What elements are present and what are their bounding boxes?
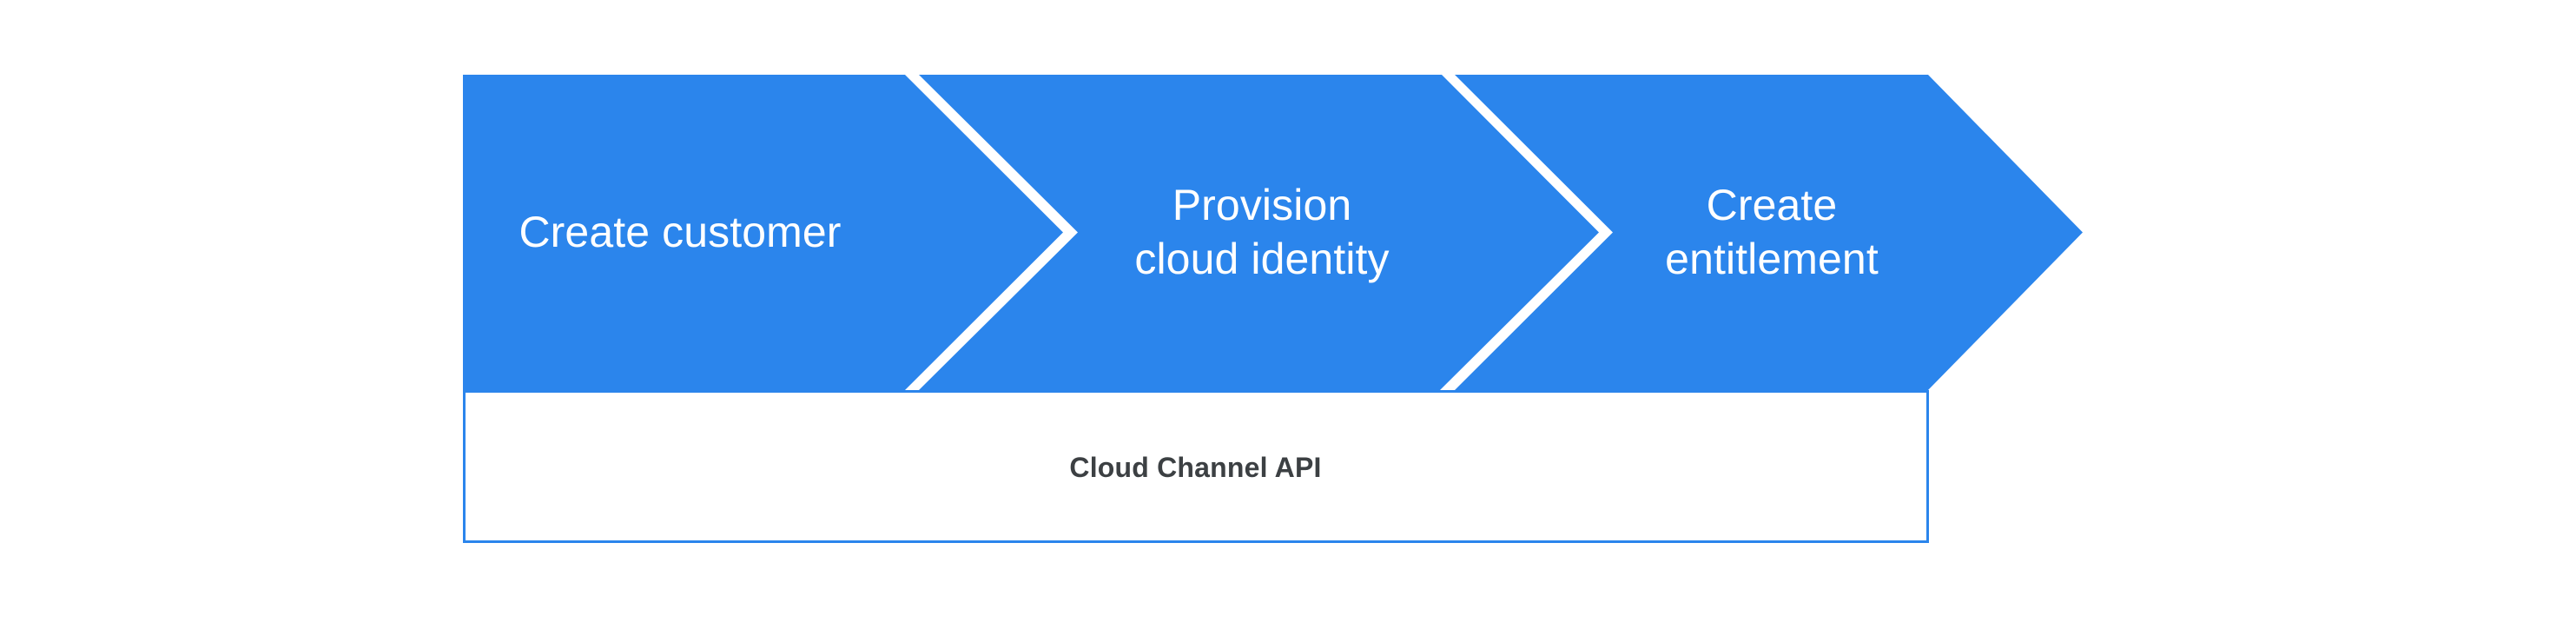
cloud-channel-api-bar[interactable] bbox=[463, 390, 1929, 543]
chevron-band bbox=[463, 75, 2083, 390]
chevron-step-3[interactable] bbox=[1455, 75, 2083, 390]
chevron-step-1[interactable] bbox=[463, 75, 1063, 390]
chevron-step-2[interactable] bbox=[919, 75, 1599, 390]
